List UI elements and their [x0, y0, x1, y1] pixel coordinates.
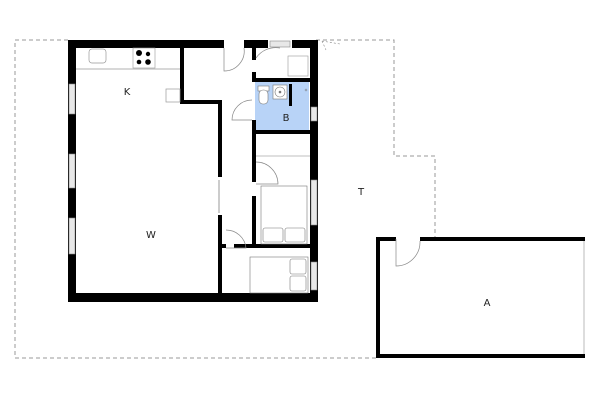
fridge-icon [165, 88, 181, 103]
toilet-icon [257, 85, 270, 105]
room-label-living: W [146, 230, 156, 241]
closet [287, 55, 309, 77]
sink-icon [88, 48, 107, 64]
window-icon [310, 106, 318, 291]
room-label-bathroom: B [283, 113, 290, 124]
door-swing-icon [255, 161, 279, 185]
window-icon [68, 83, 76, 255]
door-swing-icon [223, 47, 245, 72]
terrace-outline [14, 39, 436, 359]
window-icon [269, 40, 291, 48]
double-bed-icon [260, 185, 308, 245]
door-swing-icon [395, 239, 421, 267]
stove-icon [132, 47, 156, 69]
washbasin-icon [272, 84, 288, 100]
kitchen-counter [76, 48, 181, 103]
interior-walls [180, 48, 312, 295]
room-label-terrace: T [357, 187, 365, 198]
single-bed-icon [249, 256, 309, 294]
door-swing-icon [321, 40, 341, 51]
annex-walls [376, 237, 585, 358]
door-swing-icon [225, 229, 247, 249]
door-swing-icon [231, 99, 253, 121]
room-label-kitchen: K [124, 87, 131, 98]
room-label-annex: A [484, 298, 491, 309]
door-swing-icon [255, 47, 281, 59]
drain-icon [304, 88, 308, 92]
